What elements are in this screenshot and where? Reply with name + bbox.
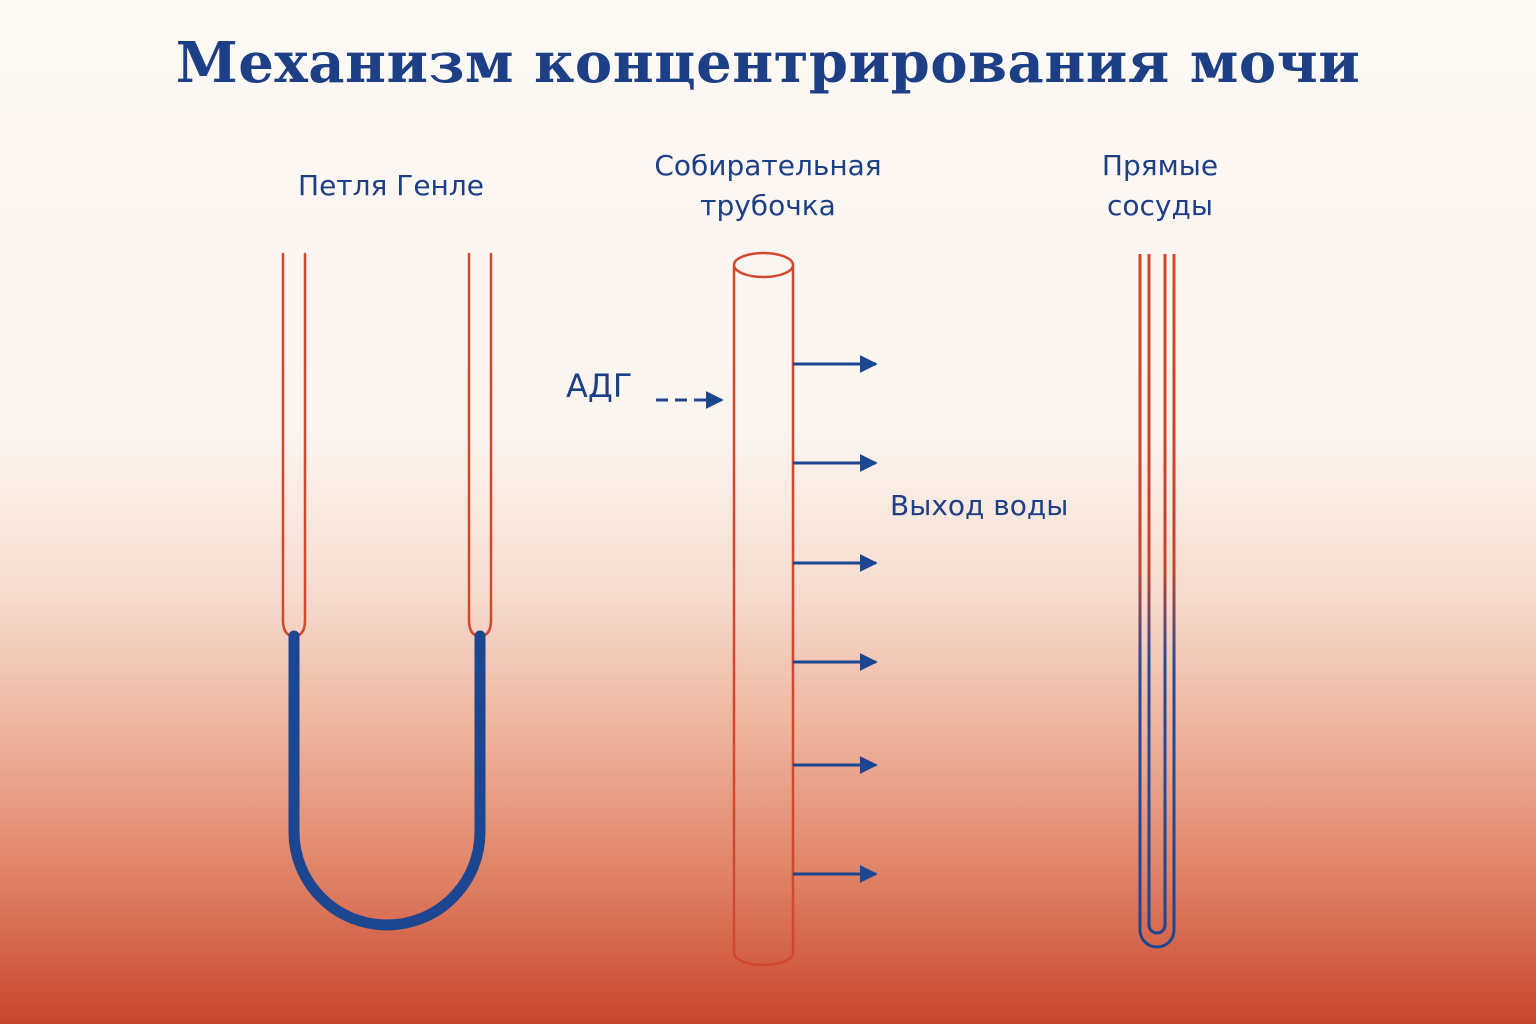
collecting-duct bbox=[732, 251, 795, 967]
collecting-duct-label-line-1: Собирательная bbox=[654, 149, 882, 182]
vasa-recta-outer-vessel bbox=[1138, 254, 1176, 949]
vasa-recta-inner-vessel bbox=[1147, 254, 1167, 935]
diagram-title: Механизм концентрирования мочи bbox=[175, 30, 1361, 96]
loop-of-henle-label: Петля Генле bbox=[241, 166, 541, 206]
loop-of-henle bbox=[281, 252, 493, 931]
loop-bottom-segment bbox=[288, 630, 486, 931]
collecting-duct-opening bbox=[732, 251, 795, 279]
vasa-recta bbox=[1138, 254, 1176, 949]
vasa-recta-label-line-1: Прямые bbox=[1101, 149, 1219, 182]
vasa-recta-label: Прямые сосуды bbox=[1040, 146, 1280, 226]
collecting-duct-label: Собирательная трубочка bbox=[608, 146, 928, 226]
loop-of-henle-label-text: Петля Генле bbox=[298, 169, 484, 202]
water-out-arrows bbox=[793, 355, 878, 883]
adh-label: АДГ bbox=[566, 367, 633, 405]
collecting-duct-bottom bbox=[732, 952, 795, 967]
water-out-label: Выход воды bbox=[890, 489, 1069, 522]
vasa-recta-label-line-2: сосуды bbox=[1107, 189, 1213, 222]
collecting-duct-label-line-2: трубочка bbox=[700, 189, 836, 222]
